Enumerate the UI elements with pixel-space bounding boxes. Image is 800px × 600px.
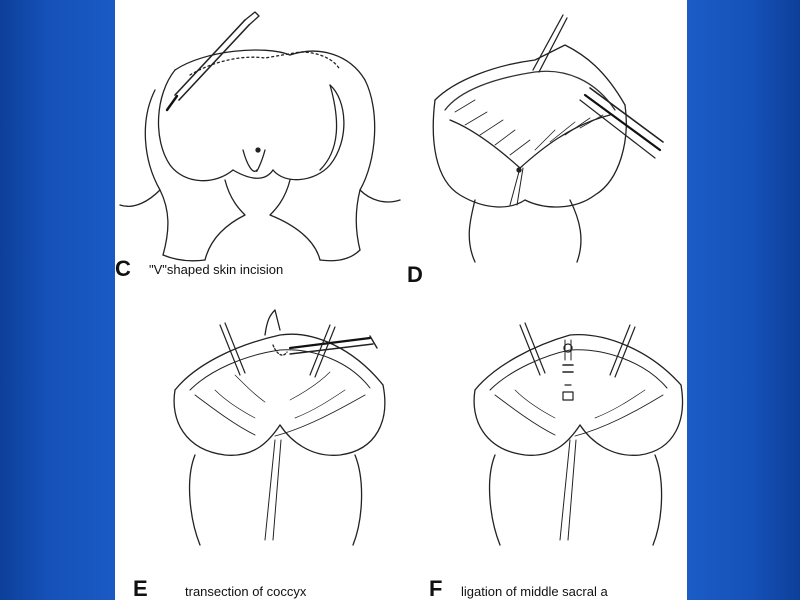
panel-f-caption: ligation of middle sacral a <box>461 584 608 599</box>
panel-c-letter: C <box>115 256 131 281</box>
panel-e-caption: transection of coccyx <box>185 584 307 599</box>
panel-c-drawing <box>119 11 401 262</box>
panel-e-drawing <box>173 309 386 546</box>
panel-e-letter: E <box>133 576 148 600</box>
panel-d-drawing <box>432 14 664 263</box>
illustration-sheet: C "V"shaped skin incision D E transectio… <box>115 0 687 600</box>
panel-f-letter: F <box>429 576 443 600</box>
panel-d-letter: D <box>407 262 423 287</box>
surgical-illustrations <box>119 11 684 546</box>
panel-c-caption: "V"shaped skin incision <box>149 262 284 277</box>
panel-f-drawing <box>473 322 684 546</box>
